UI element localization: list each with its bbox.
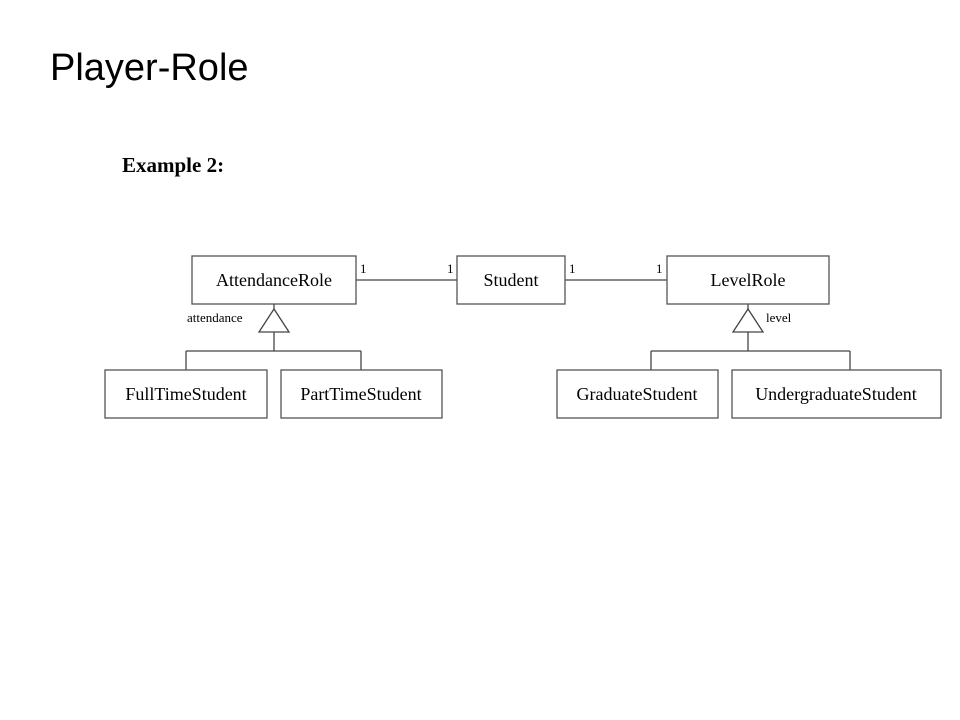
class-attendance-role: AttendanceRole: [191, 255, 357, 305]
class-undergraduate-student-label: UndergraduateStudent: [755, 384, 917, 404]
class-student: Student: [456, 255, 566, 305]
class-level-role: LevelRole: [666, 255, 830, 305]
class-level-role-label: LevelRole: [711, 270, 786, 290]
class-full-time-student: FullTimeStudent: [104, 369, 268, 419]
class-student-label: Student: [483, 270, 538, 290]
multiplicity-level-left: 1: [569, 261, 576, 276]
class-undergraduate-student: UndergraduateStudent: [731, 369, 942, 419]
class-graduate-student-label: GraduateStudent: [577, 384, 698, 404]
class-part-time-student: PartTimeStudent: [280, 369, 443, 419]
generalization-label-attendance: attendance: [187, 310, 243, 325]
multiplicity-attendance-left: 1: [360, 261, 367, 276]
generalization-attendance-arrow: [257, 307, 291, 333]
slide-title: Player-Role: [50, 47, 249, 89]
class-attendance-role-label: AttendanceRole: [216, 270, 332, 290]
generalization-level-arrow: [731, 307, 765, 333]
multiplicity-level-right: 1: [656, 261, 663, 276]
class-part-time-student-label: PartTimeStudent: [300, 384, 421, 404]
multiplicity-attendance-right: 1: [447, 261, 454, 276]
class-full-time-student-label: FullTimeStudent: [125, 384, 246, 404]
example-subtitle: Example 2:: [122, 153, 225, 177]
class-graduate-student: GraduateStudent: [556, 369, 719, 419]
generalization-label-level: level: [766, 310, 792, 325]
